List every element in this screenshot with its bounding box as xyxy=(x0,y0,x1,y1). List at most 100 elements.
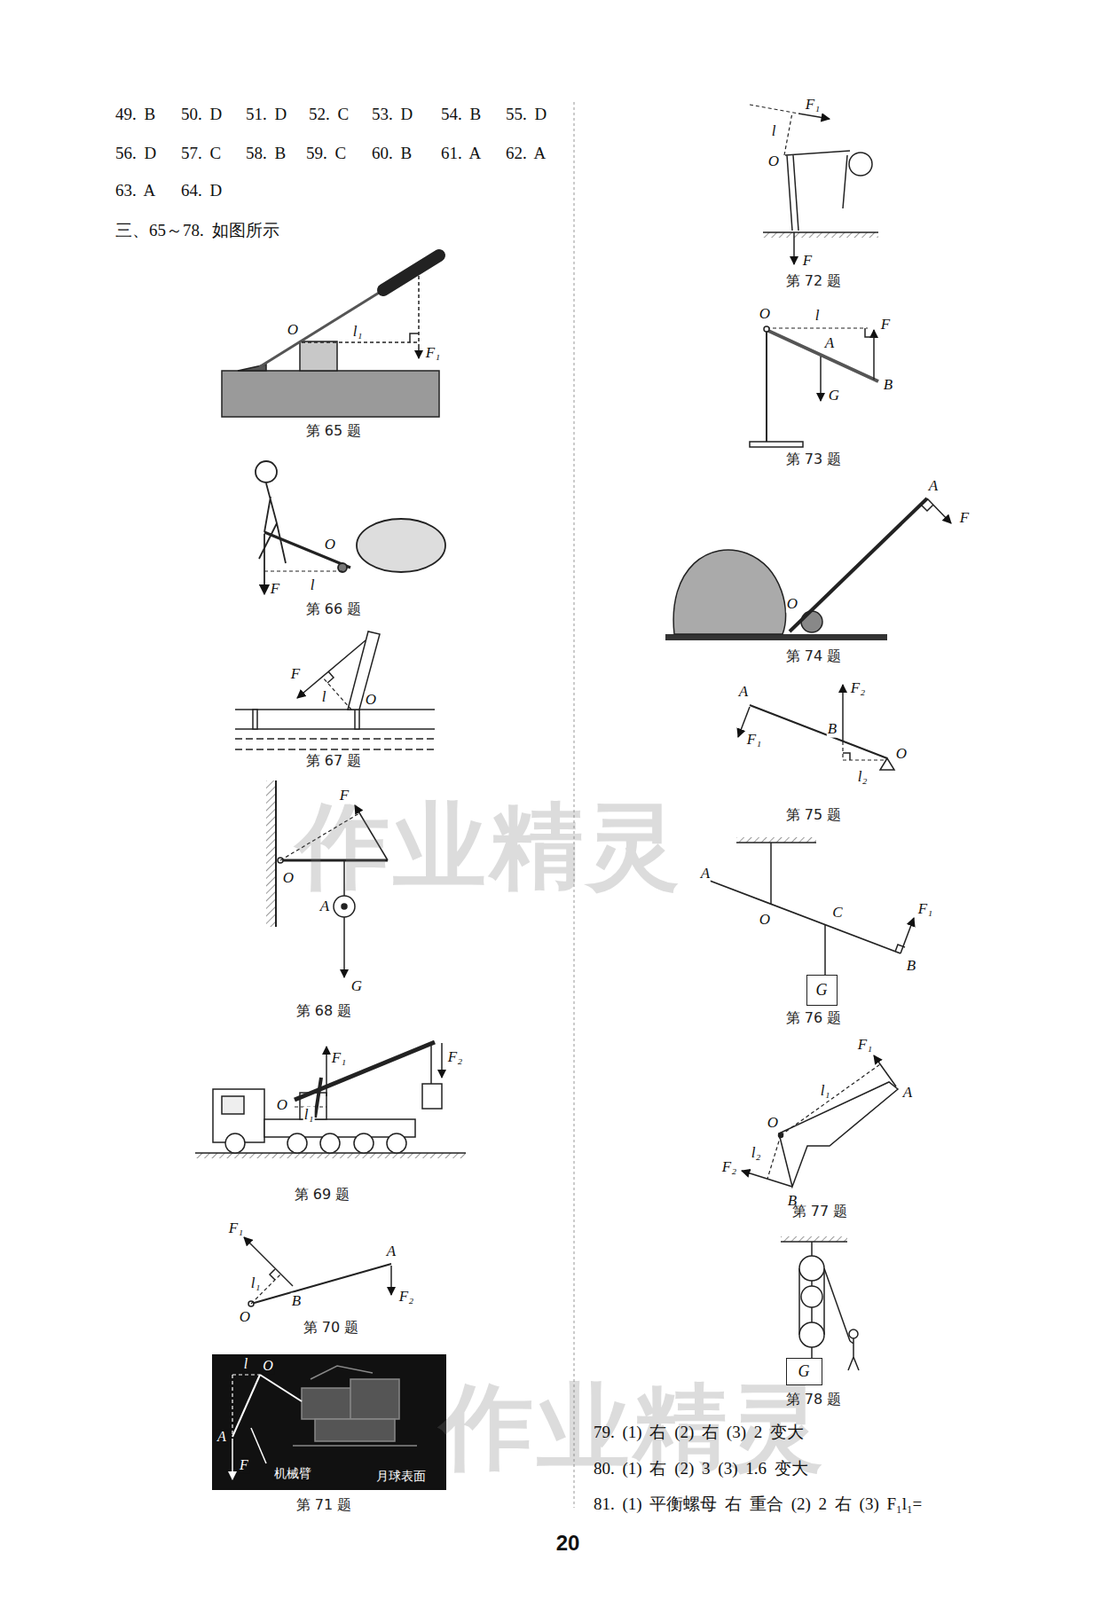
stand-lever-figure xyxy=(865,328,874,338)
crane-truck-figure xyxy=(325,1046,328,1097)
figure-caption: 第 72 题 xyxy=(786,273,842,290)
board-figure xyxy=(235,748,435,751)
figure-label: F₂ xyxy=(721,1159,738,1177)
figure-label: O xyxy=(323,536,337,554)
pulley-figure xyxy=(799,1322,825,1348)
figure-label: B xyxy=(905,958,917,976)
pulley-figure xyxy=(801,1286,823,1308)
lunar-photo-figure xyxy=(231,1375,233,1438)
figure-caption: 第 66 题 xyxy=(306,601,362,618)
bent-lever-figure xyxy=(778,1082,898,1188)
rock-crowbar-figure xyxy=(920,504,934,512)
figure-label: O xyxy=(786,596,799,614)
crane-truck-figure xyxy=(320,1133,340,1154)
rock-crowbar-figure xyxy=(927,498,952,524)
crane-truck-figure xyxy=(353,1133,374,1154)
figure-label: F₁ xyxy=(917,901,934,919)
figure-label: l₁ xyxy=(819,1083,832,1101)
pivot-lever-figure xyxy=(842,759,886,761)
figure-label: F₁ xyxy=(746,731,763,749)
screwdriver-figure xyxy=(221,255,440,417)
lever-figure xyxy=(243,1237,392,1307)
figure-caption: 第 73 题 xyxy=(786,451,842,468)
crane-truck-figure xyxy=(430,1044,433,1085)
bending-person-figure xyxy=(784,112,793,156)
figure-label: A xyxy=(700,865,711,883)
figure-caption: 第 75 题 xyxy=(786,807,842,824)
figure-label: F₁ xyxy=(228,1220,244,1238)
board-figure xyxy=(235,708,435,711)
figure-label: 机械臂 xyxy=(273,1467,313,1481)
figure-caption: 第 65 题 xyxy=(306,423,362,440)
figure-label: F₂ xyxy=(398,1289,415,1306)
crowbar-figure xyxy=(263,534,266,595)
answer-line: 52. C xyxy=(308,105,349,125)
figure-label: l xyxy=(309,577,316,595)
pivot-lever-figure xyxy=(841,684,844,742)
figure-part xyxy=(350,1379,400,1420)
crowbar-figure xyxy=(255,461,446,595)
hanging-lever-figure xyxy=(895,944,905,952)
figure-label: O xyxy=(767,153,780,171)
figure-label: A xyxy=(385,1243,397,1261)
bending-person-figure xyxy=(793,232,795,265)
figure-label: l xyxy=(321,689,328,707)
lunar-photo-figure xyxy=(212,1354,447,1491)
crane-truck-figure xyxy=(195,1153,466,1159)
figure-label: O xyxy=(758,912,771,929)
rock-crowbar-figure xyxy=(665,498,952,641)
wall-beam-figure xyxy=(275,780,277,928)
figure-label: F xyxy=(802,252,813,270)
figure-label: F xyxy=(959,510,970,527)
bending-person-figure xyxy=(749,104,879,265)
lunar-photo-figure xyxy=(232,1374,260,1376)
figure-label: G xyxy=(350,978,363,996)
answer-line: 60. B xyxy=(371,144,412,164)
bending-person-figure xyxy=(749,104,799,114)
bent-lever-figure xyxy=(778,1133,784,1139)
board-figure xyxy=(297,640,366,699)
figure-label: l₁ xyxy=(352,323,364,341)
figure-label: B xyxy=(826,721,838,739)
figure-label: O xyxy=(275,1097,289,1115)
hanging-lever-figure xyxy=(770,842,772,905)
hanging-lever-figure xyxy=(736,841,817,844)
answer-line: 64. D xyxy=(180,181,222,201)
answer-line: 63. A xyxy=(115,181,156,201)
board-figure xyxy=(252,709,258,730)
figure-label: F xyxy=(238,1457,250,1474)
figure-label: F xyxy=(880,316,891,334)
figure-label: O xyxy=(766,1115,779,1133)
figure-label: O xyxy=(895,746,908,763)
lever-figure xyxy=(390,1266,393,1296)
lunar-photo-figure xyxy=(251,1428,267,1464)
figure-part xyxy=(292,1366,417,1447)
bending-person-figure xyxy=(762,231,879,234)
pulley-figure xyxy=(810,1347,813,1359)
answer-line: 79. (1) 右 (2) 右 (3) 2 变大 xyxy=(593,1423,804,1443)
rock-crowbar-figure xyxy=(673,550,786,635)
answer-line: 53. D xyxy=(371,105,413,125)
pulley-figure xyxy=(798,1268,801,1336)
figure-caption: 第 67 题 xyxy=(306,753,362,770)
answer-line: 50. D xyxy=(180,105,222,125)
bending-person-figure xyxy=(785,150,850,231)
crane-truck-figure xyxy=(440,1043,443,1078)
stand-lever-figure xyxy=(749,441,803,448)
screwdriver-figure xyxy=(409,333,419,343)
pivot-lever-figure xyxy=(738,684,895,771)
lever-figure xyxy=(269,1269,276,1281)
figure-label: l xyxy=(814,307,821,325)
figure-label: A xyxy=(824,335,835,353)
stand-lever-figure xyxy=(749,326,879,448)
hanging-lever-figure xyxy=(900,918,914,954)
figure-label: O xyxy=(282,870,295,888)
figure-label: O xyxy=(758,306,771,323)
board-figure xyxy=(235,728,435,731)
screwdriver-figure xyxy=(383,255,440,291)
figure-label: F₂ xyxy=(849,680,866,698)
crane-truck-figure xyxy=(225,1133,245,1154)
lever-figure xyxy=(251,1264,392,1305)
figure-part xyxy=(301,1388,355,1420)
